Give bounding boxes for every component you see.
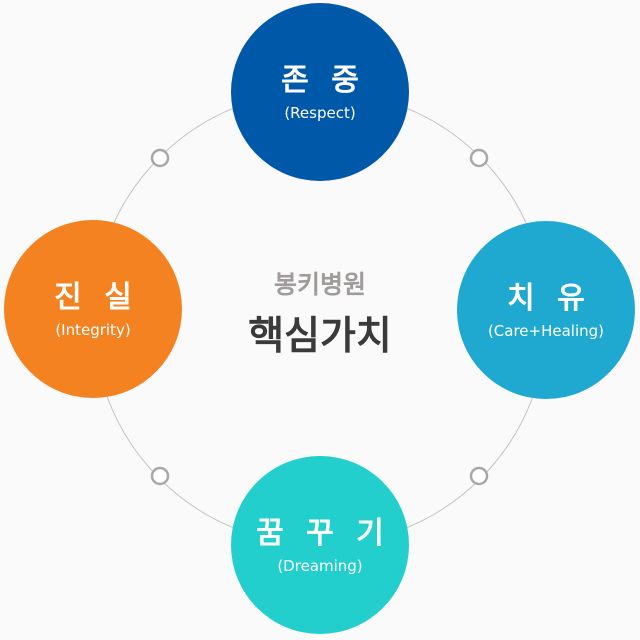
value-integrity: 진 실 (Integrity)	[4, 220, 182, 398]
value-english: (Dreaming)	[277, 557, 363, 575]
value-care-healing: 치 유 (Care+Healing)	[457, 221, 635, 399]
value-name: 존 중	[281, 63, 365, 98]
center-title: 봉키병원 핵심가치	[220, 265, 420, 361]
value-name: 치 유	[507, 281, 591, 316]
core-values-heading: 핵심가치	[248, 314, 392, 359]
value-english: (Integrity)	[55, 321, 131, 339]
connector-dot	[150, 148, 170, 168]
value-dreaming: 꿈 꾸 기 (Dreaming)	[231, 456, 409, 634]
org-name: 봉키병원	[273, 270, 366, 299]
connector-dot	[469, 466, 489, 486]
connector-dot	[469, 148, 489, 168]
value-english: (Care+Healing)	[487, 322, 605, 340]
value-english: (Respect)	[284, 104, 356, 122]
value-name: 꿈 꾸 기	[256, 516, 390, 551]
value-name: 진 실	[54, 280, 138, 315]
connector-dot	[150, 466, 170, 486]
value-respect: 존 중 (Respect)	[231, 3, 409, 181]
